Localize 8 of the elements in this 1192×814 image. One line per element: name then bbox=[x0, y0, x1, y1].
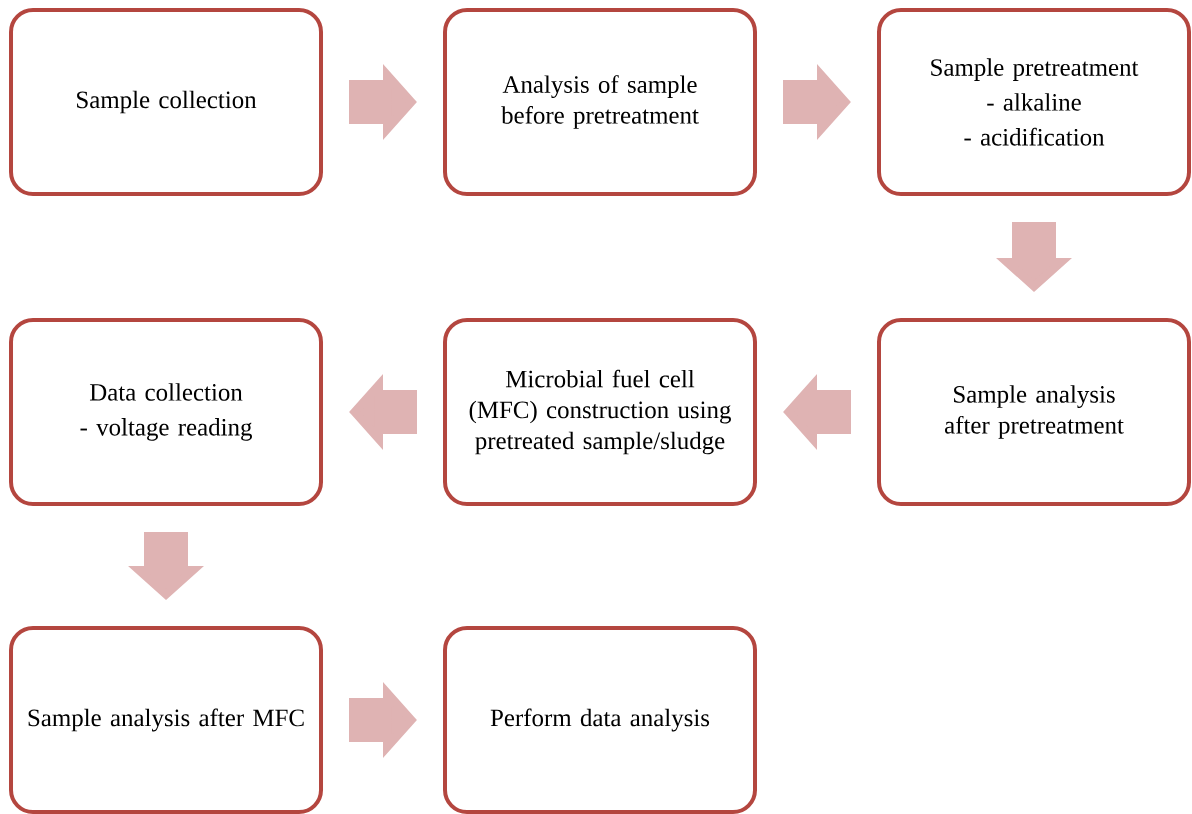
process-box: Data collection - voltage reading bbox=[9, 318, 323, 506]
process-box: Sample analysis after pretreatment bbox=[877, 318, 1191, 506]
process-box: Analysis of sample before pretreatment bbox=[443, 8, 757, 196]
process-box: Perform data analysis bbox=[443, 626, 757, 814]
process-box: Sample pretreatment - alkaline - acidification bbox=[877, 8, 1191, 196]
process-box: Microbial fuel cell (MFC) construction using pretreated sample/sludge bbox=[443, 318, 757, 506]
process-box: Sample analysis after MFC bbox=[9, 626, 323, 814]
process-box: Sample collection bbox=[9, 8, 323, 196]
